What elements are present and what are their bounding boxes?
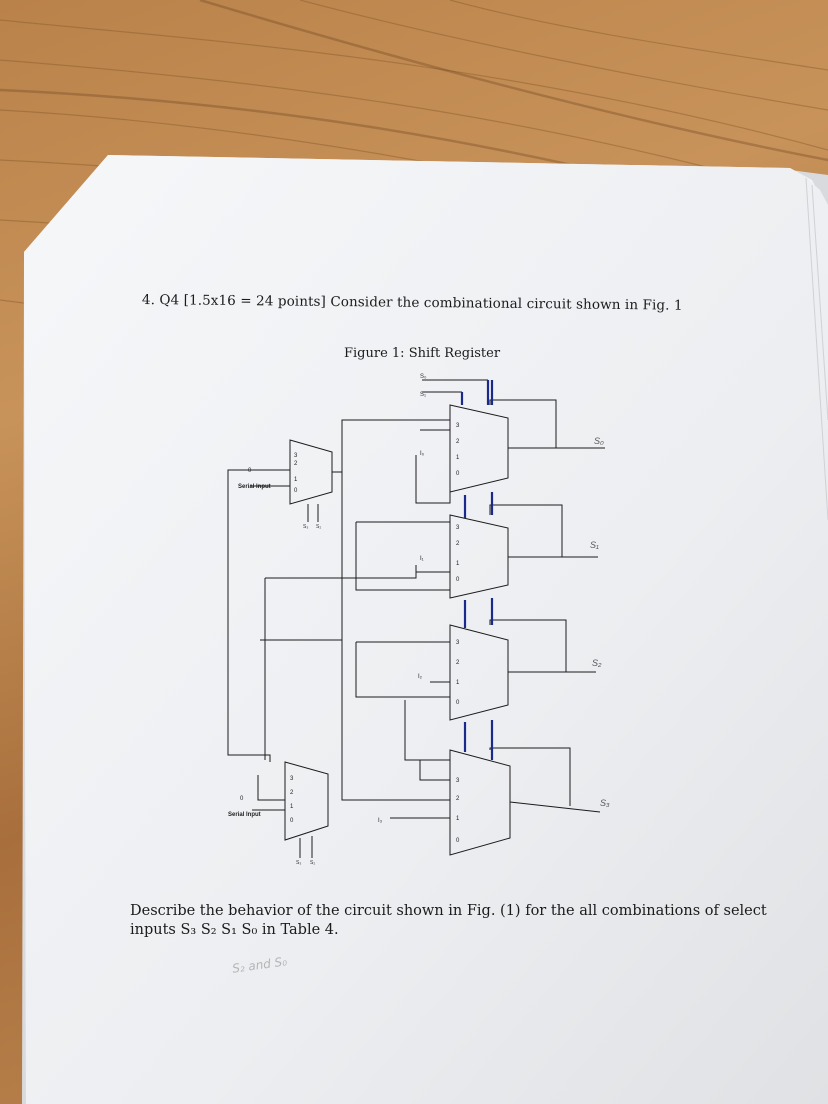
mux1-pin-2: 2 (456, 541, 460, 547)
mux2-pin-2: 2 (456, 660, 460, 666)
output-label-2: S₂ (592, 658, 602, 668)
mux-2 (449, 624, 509, 721)
small-mux-top-pin-3: 3 (294, 453, 298, 459)
mux2-pin-0: 0 (456, 700, 460, 706)
mux2-pin-3: 3 (456, 640, 460, 646)
output-label-1: S₁ (590, 540, 599, 550)
small-mux-top-pin-1: 1 (294, 477, 298, 483)
serial-input-bottom-label: Serial Input (228, 812, 261, 818)
mux1-pin-0: 0 (456, 577, 460, 583)
describe-paragraph: Describe the behavior of the circuit sho… (130, 903, 767, 938)
mux0-pin-3: 3 (456, 423, 460, 429)
figure-caption: Figure 1: Shift Register (344, 346, 501, 361)
input-i2: I₂ (418, 674, 423, 680)
mux3-pin-1: 1 (456, 816, 460, 822)
mux0-pin-1: 1 (456, 455, 460, 461)
select-label-s0: S₀ (420, 374, 427, 380)
mux1-pin-3: 3 (456, 525, 460, 531)
small-mux-bottom (284, 761, 329, 841)
small-mux-top-pin-0: 0 (294, 488, 298, 494)
mux3-pin-2: 2 (456, 796, 460, 802)
small-mux-top (289, 439, 333, 505)
serial-input-top-label: Serial Input (238, 484, 271, 490)
small-top-select-s3: S₃ (303, 524, 308, 530)
small-mux-bottom-pin-3: 3 (290, 776, 294, 782)
mux1-pin-1: 1 (456, 561, 460, 567)
select-label-s1: S₁ (420, 392, 426, 398)
mux3-pin-0: 0 (456, 838, 460, 844)
small-top-select-s2: S₂ (316, 524, 321, 530)
mux-1 (449, 514, 509, 599)
mux-3 (449, 749, 511, 856)
output-label-3: S₃ (600, 798, 610, 808)
small-mux-bottom-pin-0: 0 (290, 818, 294, 824)
small-bottom-select-s3: S₃ (296, 860, 301, 866)
small-bottom-select-s2: S₂ (310, 860, 315, 866)
mux0-pin-2: 2 (456, 439, 460, 445)
input-i0: I₀ (420, 451, 425, 457)
small-mux-top-pin-2: 2 (294, 461, 298, 467)
serial-value-top: 0 (248, 468, 252, 474)
small-mux-bottom-pin-2: 2 (290, 790, 294, 796)
small-mux-bottom-pin-1: 1 (290, 804, 294, 810)
mux-0 (449, 404, 509, 493)
mux3-pin-3: 3 (456, 778, 460, 784)
mux0-pin-0: 0 (456, 471, 460, 477)
input-i1: I₁ (420, 556, 424, 562)
input-i3: I₃ (378, 818, 383, 824)
output-label-0: S₀ (594, 436, 604, 446)
mux2-pin-1: 1 (456, 680, 460, 686)
serial-value-bottom: 0 (240, 796, 244, 802)
